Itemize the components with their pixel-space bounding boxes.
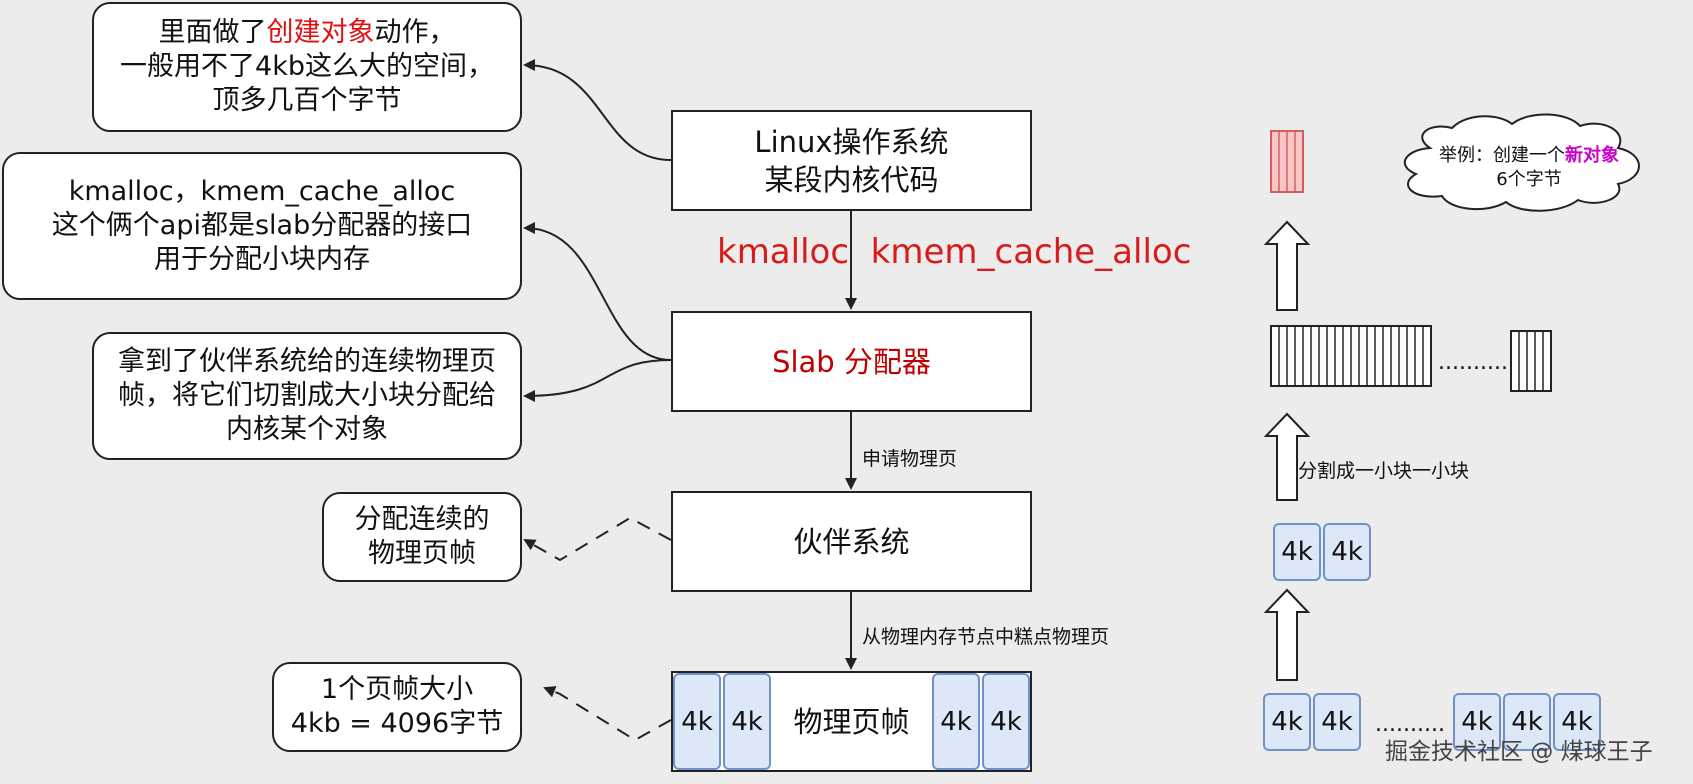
callout-page-size: 1个页帧大小 4kb = 4096字节	[272, 662, 522, 752]
buddy-block: 4k	[1273, 523, 1321, 581]
connector-linux-to-callout1	[523, 59, 672, 161]
page-block: 4k	[1453, 693, 1501, 751]
hollow-arrow-3	[1263, 220, 1311, 311]
dots-middle: ..........	[1438, 350, 1508, 375]
callout-buddy: 分配连续的 物理页帧	[322, 492, 522, 582]
hollow-arrow-1	[1263, 588, 1311, 681]
frame-block: 4k	[723, 673, 771, 770]
box-slab-allocator: Slab 分配器	[671, 311, 1032, 412]
page-block: 4k	[1503, 693, 1551, 751]
frame-block: 4k	[673, 673, 721, 770]
cloud-shape	[1403, 113, 1640, 212]
connector-buddy-to-callout4	[523, 516, 672, 562]
label-split-small: 分割成一小块一小块	[1298, 460, 1470, 482]
callout-slab-split: 拿到了伙伴系统给的连续物理页 帧，将它们切割成大小块分配给 内核某个对象	[92, 332, 522, 460]
dots-bottom: ..........	[1375, 712, 1445, 737]
box-linux-kernel: Linux操作系统 某段内核代码	[671, 110, 1032, 211]
frame-block: 4k	[982, 673, 1030, 770]
connector-frames-to-callout5	[543, 686, 672, 742]
box-buddy-system: 伙伴系统	[671, 491, 1032, 592]
slab-strip-small	[1510, 330, 1552, 392]
connector-slab-to-callout2	[523, 222, 672, 361]
callout-kmalloc-apis: kmalloc，kmem_cache_alloc 这个俩个api都是slab分配…	[2, 152, 522, 300]
page-block: 4k	[1313, 693, 1361, 751]
label-api-names: kmalloc kmem_cache_alloc	[717, 232, 1192, 272]
frame-block: 4k	[932, 673, 980, 770]
highlight-create-object: 创建对象	[266, 17, 375, 48]
highlight-new-object: 新对象	[1565, 145, 1619, 166]
connector-slab-to-callout3	[523, 359, 672, 402]
page-block: 4k	[1553, 693, 1601, 751]
new-object-strip	[1270, 130, 1304, 193]
label-request-pages: 申请物理页	[862, 448, 958, 470]
hollow-arrow-2	[1263, 412, 1311, 501]
label-pick-pages: 从物理内存节点中糕点物理页	[862, 626, 1110, 648]
buddy-block: 4k	[1323, 523, 1371, 581]
cloud-text: 举例：创建一个新对象 6个字节	[1439, 145, 1619, 190]
watermark: 掘金技术社区 @ 煤球王子	[1385, 739, 1653, 765]
callout-create-object: 里面做了创建对象动作， 一般用不了4kb这么大的空间， 顶多几百个字节	[92, 2, 522, 132]
page-block: 4k	[1263, 693, 1311, 751]
